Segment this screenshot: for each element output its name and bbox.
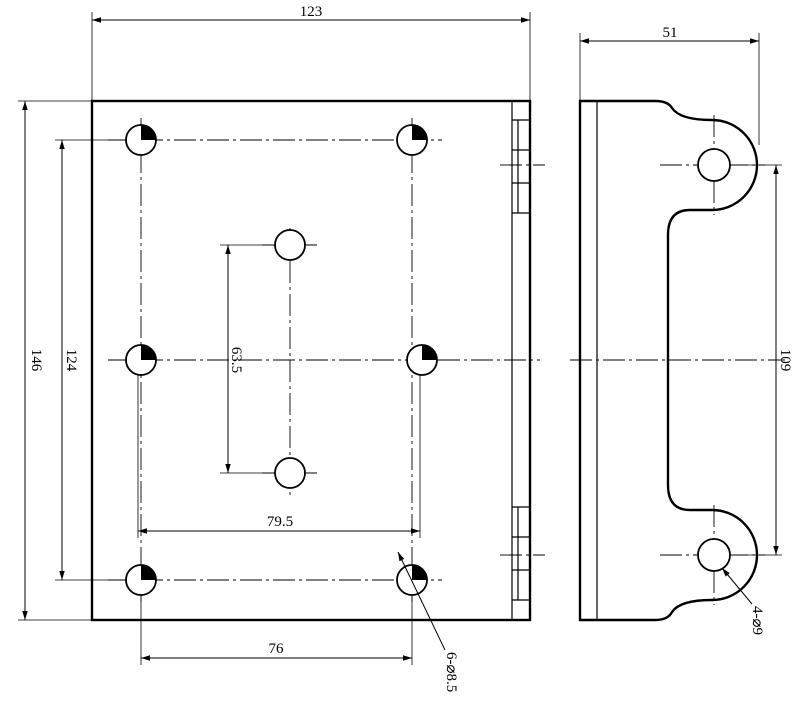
dim-text-bolt-vertical: 124 [63,349,79,372]
leader-bracket-holes [721,567,753,605]
bolt-hole [396,124,428,156]
dim-text-plate-width: 123 [300,4,323,20]
leader-bolt-holes [397,551,446,651]
plate-outline [90,99,532,622]
bolt-hole [406,344,438,376]
dim-text-bracket-hole-spacing: 109 [777,349,793,372]
bolt-hole [125,344,157,376]
front-dimensions: 123 146 124 63.5 79.5 76 6-⌀8.5 [18,4,531,692]
inner-hole [274,457,306,489]
bolt-hole [125,564,157,596]
dim-text-bracket-depth: 51 [663,25,678,41]
side-dimensions: 51 109 4-⌀9 [579,25,793,635]
dim-text-bolt-horizontal-outer: 76 [269,641,285,657]
callout-bolt-holes: 6-⌀8.5 [443,652,459,692]
dim-text-bolt-horizontal-inner: 79.5 [267,514,293,530]
bolt-hole [396,564,428,596]
side-view [570,99,785,622]
callout-bracket-holes: 4-⌀9 [749,606,765,635]
front-view [90,99,545,622]
dim-text-plate-height: 146 [28,349,44,372]
bracket-hole [697,148,731,182]
bolt-hole [125,124,157,156]
dim-text-inner-spacing: 63.5 [228,347,244,373]
inner-hole [274,229,306,261]
bracket-outline [578,99,759,622]
bracket-hole [697,538,731,572]
